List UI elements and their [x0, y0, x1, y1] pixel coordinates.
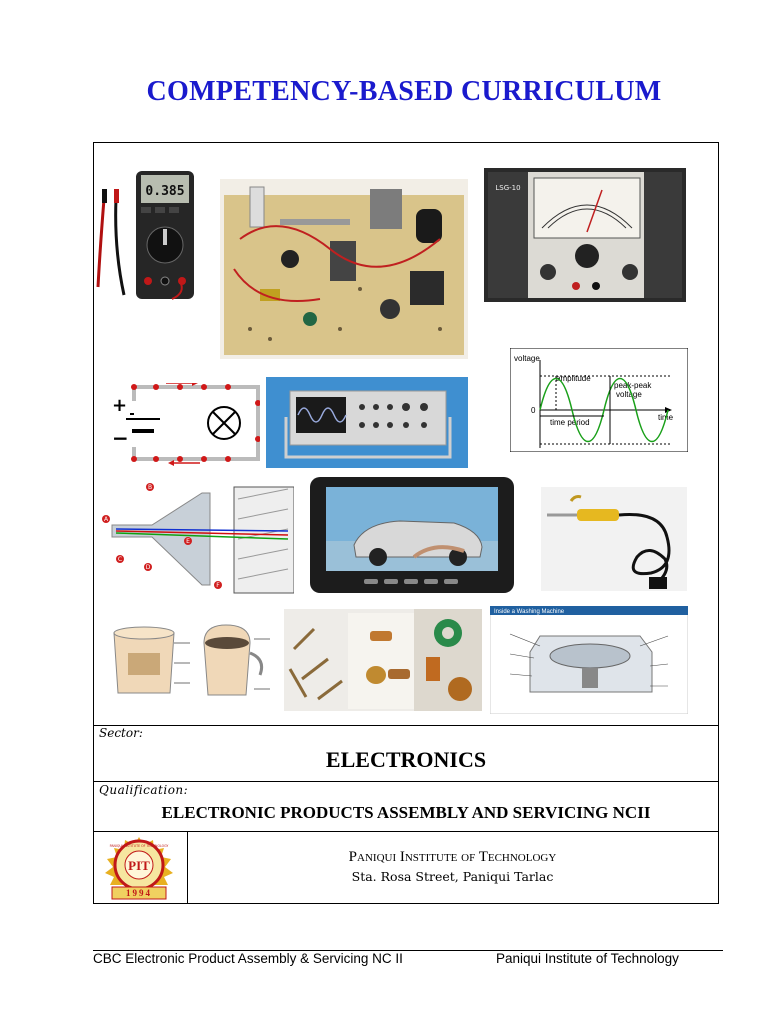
crt-label-f: F	[216, 582, 220, 589]
crt-label-c: C	[118, 556, 122, 563]
circuit-board-image	[220, 179, 468, 359]
footer-right-text: Paniqui Institute of Technology	[496, 951, 679, 966]
qualification-divider	[94, 781, 718, 782]
wave-label-peak-peak: peak-peak	[614, 381, 652, 390]
institution-logo: PIT PANIQUI INSTITUTE OF TECHNOLOGY 1994	[100, 835, 178, 901]
logo-ring-text: PANIQUI INSTITUTE OF TECHNOLOGY	[110, 844, 169, 848]
wave-label-amplitude: amplitude	[556, 374, 591, 383]
sector-value: ELECTRONICS	[325, 747, 487, 772]
generator-label: LSG-10	[495, 184, 520, 192]
washing-machine-diagram: Inside a Washing Machine	[490, 606, 688, 714]
appliance-diagrams	[104, 613, 274, 713]
institution-logo-cell-divider	[187, 831, 188, 904]
svg-text:−: −	[112, 426, 129, 450]
sine-wave-diagram: voltage 0 time amplitude peak-peak volta…	[510, 348, 688, 452]
document-title: COMPETENCY-BASED CURRICULUM	[146, 76, 662, 107]
signal-generator-image: LSG-10	[484, 168, 686, 302]
footer-left-text: CBC Electronic Product Assembly & Servic…	[93, 951, 403, 966]
wave-label-voltage-2: voltage	[616, 390, 642, 399]
svg-text:+: +	[112, 395, 127, 416]
wave-label-voltage: voltage	[514, 354, 540, 363]
footer-divider	[93, 950, 723, 951]
sector-divider	[94, 725, 718, 726]
logo-initials: PIT	[128, 858, 150, 873]
institution-divider	[94, 831, 718, 832]
qualification-value: ELECTRONIC PRODUCTS ASSEMBLY AND SERVICI…	[161, 803, 651, 822]
oscilloscope-image	[266, 377, 468, 468]
institution-address: Sta. Rosa Street, Paniqui Tarlac	[351, 869, 554, 884]
cover-frame: 0.385	[93, 142, 719, 904]
washing-diagram-title: Inside a Washing Machine	[494, 609, 565, 615]
crt-label-a: A	[104, 516, 109, 523]
qualification-label: Qualification:	[99, 783, 189, 797]
battery-lamp-circuit-image: + −	[100, 383, 260, 467]
sector-label: Sector:	[99, 726, 143, 740]
logo-year: 1994	[126, 888, 152, 898]
multimeter-reading: 0.385	[145, 184, 184, 199]
wave-label-time-period: time period	[550, 418, 590, 427]
crt-label-d: D	[146, 564, 151, 571]
crt-label-e: E	[186, 538, 190, 545]
crt-diagram: A B C D E F	[98, 479, 294, 599]
crt-label-b: B	[148, 484, 152, 491]
multimeter-image: 0.385	[94, 169, 198, 303]
electronic-components-image	[284, 609, 482, 711]
institution-name: Paniqui Institute of Technology	[348, 849, 557, 865]
wave-label-zero: 0	[531, 406, 536, 415]
portable-tv-image	[304, 471, 520, 599]
soldering-iron-image	[541, 487, 687, 591]
